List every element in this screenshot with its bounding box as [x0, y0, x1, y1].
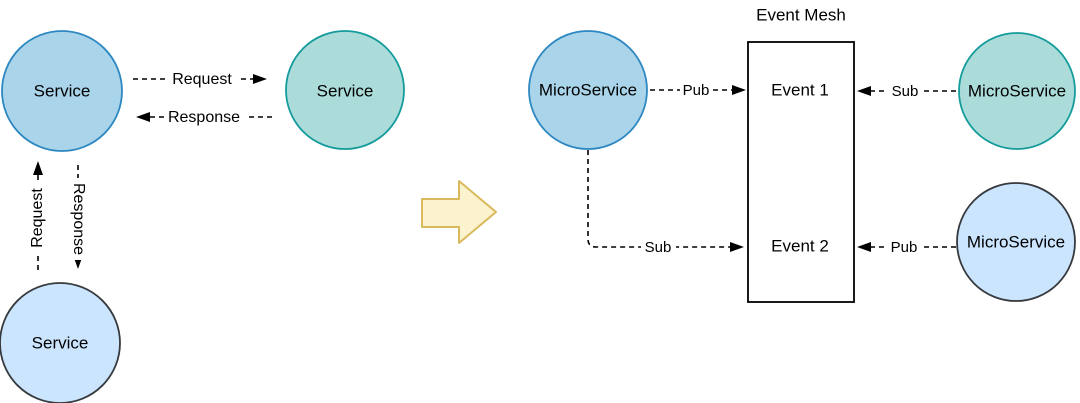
sub-right-label: Sub [892, 83, 919, 100]
request-arrowhead-icon [253, 74, 267, 84]
microservice-label-top-right: MicroService [968, 81, 1066, 100]
vertical-response-label: Response [70, 183, 87, 255]
sub-bottom-left-label-bg [641, 239, 676, 255]
response-arrowhead-icon [136, 112, 150, 122]
vertical-request-label: Request [29, 188, 46, 248]
response-connector: Response [136, 108, 272, 126]
microservice-circle-left [528, 30, 648, 150]
microservice-node-top-right: MicroService [958, 32, 1076, 150]
pub-left-label-bg [680, 82, 713, 98]
service-node-top-right: Service [285, 30, 405, 150]
pub-left-arrowhead-icon [732, 85, 746, 95]
vertical-request-label-bg [29, 181, 47, 253]
pub-bottom-right-label: Pub [891, 239, 918, 256]
service-circle-bottom-left [0, 282, 121, 403]
sub-bottom-left-arrowhead-icon [730, 242, 744, 252]
service-node-top-left: Service [1, 30, 123, 152]
sub-bottom-left-connector: Sub [587, 150, 744, 256]
service-circle-top-left [1, 30, 123, 152]
transition-block-arrow-icon [421, 180, 497, 244]
microservice-node-left: MicroService [528, 30, 648, 150]
event-mesh-title: Event Mesh [756, 5, 846, 24]
event-mesh-container: Event Mesh Event 1 Event 2 [747, 5, 855, 303]
microservice-node-bottom-right: MicroService [956, 182, 1076, 302]
service-node-bottom-left: Service [0, 282, 121, 403]
event-mesh-rect [747, 41, 855, 303]
service-label-top-left: Service [34, 81, 91, 100]
sub-bottom-left-label: Sub [645, 239, 672, 256]
pub-bottom-right-label-bg [888, 239, 921, 255]
vertical-response-connector: Response [69, 165, 87, 269]
microservice-label-left: MicroService [539, 80, 637, 99]
vertical-response-label-bg [69, 178, 87, 260]
response-label-bg [165, 108, 245, 126]
service-label-bottom-left: Service [32, 333, 89, 352]
sub-bottom-left-dashed-path [587, 150, 731, 248]
request-label: Request [172, 71, 232, 88]
request-label-bg [165, 70, 239, 88]
sub-right-label-bg [888, 83, 923, 99]
microservice-label-bottom-right: MicroService [967, 232, 1065, 251]
event2-label: Event 2 [771, 236, 829, 255]
microservice-circle-top-right [958, 32, 1076, 150]
microservice-circle-bottom-right [956, 182, 1076, 302]
response-label: Response [168, 109, 240, 126]
service-circle-top-right [285, 30, 405, 150]
pub-left-label: Pub [683, 82, 710, 99]
sub-right-arrowhead-icon [857, 86, 871, 96]
pub-bottom-right-arrowhead-icon [857, 242, 871, 252]
pub-left-connector: Pub [650, 82, 746, 99]
vertical-request-arrowhead-icon [33, 161, 43, 175]
sub-right-connector: Sub [857, 83, 959, 100]
event1-label: Event 1 [771, 80, 829, 99]
request-connector: Request [133, 70, 267, 88]
pub-bottom-right-connector: Pub [857, 239, 957, 256]
vertical-request-connector: Request [29, 161, 47, 270]
service-label-top-right: Service [317, 81, 374, 100]
